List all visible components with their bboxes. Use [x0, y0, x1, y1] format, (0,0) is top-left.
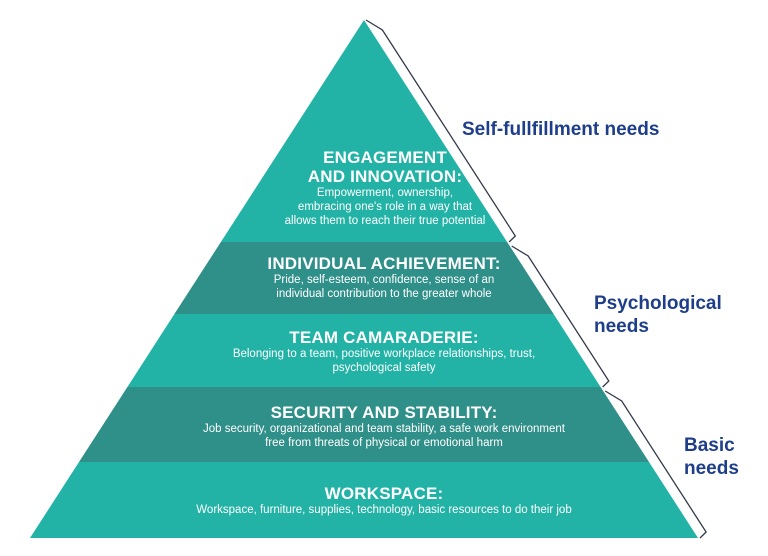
label-line: Basic	[684, 435, 735, 456]
tier-workspace-shape	[30, 462, 698, 538]
tier-desc-line: psychological safety	[332, 362, 436, 374]
tier-description: Pride, self-esteem, confidence, sense of…	[204, 273, 564, 301]
tier-description: Workspace, furniture, supplies, technolo…	[84, 503, 684, 517]
label-psychological-needs: Psychological needs	[594, 292, 722, 338]
tier-title: ENGAGEMENT AND INNOVATION:	[240, 148, 530, 186]
pyramid	[30, 20, 698, 538]
tier-desc-line: free from threats of physical or emotion…	[265, 437, 503, 449]
tier-desc-line: Empowerment, ownership,	[316, 187, 454, 199]
tier-team-camaraderie: TEAM CAMARADERIE: Belonging to a team, p…	[164, 328, 604, 375]
label-line: needs	[684, 458, 739, 479]
tier-desc-line: individual contribution to the greater w…	[276, 288, 492, 300]
tier-title-line: WORKSPACE:	[324, 484, 444, 503]
tier-security-stability-shape	[79, 387, 649, 462]
tier-description: Empowerment, ownership, embracing one's …	[240, 186, 530, 228]
label-basic-needs: Basic needs	[684, 434, 739, 480]
tier-team-camaraderie-shape	[127, 314, 601, 387]
tier-description: Job security, organizational and team st…	[114, 422, 654, 450]
tier-workspace: WORKSPACE: Workspace, furniture, supplie…	[84, 484, 684, 517]
tier-title-line: AND INNOVATION:	[307, 167, 463, 186]
label-line: needs	[594, 316, 649, 337]
need-brackets	[365, 19, 707, 539]
tier-desc-line: Belonging to a team, positive workplace …	[232, 348, 536, 360]
tier-desc-line: Job security, organizational and team st…	[202, 423, 565, 435]
tier-title-line: SECURITY AND STABILITY:	[270, 403, 498, 422]
tier-desc-line: Workspace, furniture, supplies, technolo…	[196, 504, 572, 516]
tier-title-line: TEAM CAMARADERIE:	[289, 328, 479, 347]
tier-desc-line: Pride, self-esteem, confidence, sense of…	[273, 274, 495, 286]
tier-desc-line: allows them to reach their true potentia…	[284, 215, 486, 227]
tier-title: TEAM CAMARADERIE:	[164, 328, 604, 347]
tier-individual-achievement: INDIVIDUAL ACHIEVEMENT: Pride, self-este…	[204, 254, 564, 301]
bracket-basic	[604, 390, 707, 539]
tier-security-stability: SECURITY AND STABILITY: Job security, or…	[114, 403, 654, 450]
tier-title-line: ENGAGEMENT	[323, 148, 447, 167]
label-line: Psychological	[594, 293, 722, 314]
label-line: Self-fullfillment needs	[462, 119, 660, 140]
tier-title-line: INDIVIDUAL ACHIEVEMENT:	[267, 254, 501, 273]
tier-title: SECURITY AND STABILITY:	[114, 403, 654, 422]
tier-title: WORKSPACE:	[84, 484, 684, 503]
bracket-self-fulfillment	[365, 19, 517, 243]
bracket-psychological	[511, 245, 610, 388]
label-self-fulfillment-needs: Self-fullfillment needs	[462, 118, 659, 141]
tier-engagement: ENGAGEMENT AND INNOVATION: Empowerment, …	[240, 148, 530, 228]
tier-title: INDIVIDUAL ACHIEVEMENT:	[204, 254, 564, 273]
tier-engagement-shape	[220, 20, 508, 242]
tier-description: Belonging to a team, positive workplace …	[164, 347, 604, 375]
tier-individual-achievement-shape	[174, 242, 554, 314]
tier-desc-line: embracing one's role in a way that	[297, 201, 473, 213]
